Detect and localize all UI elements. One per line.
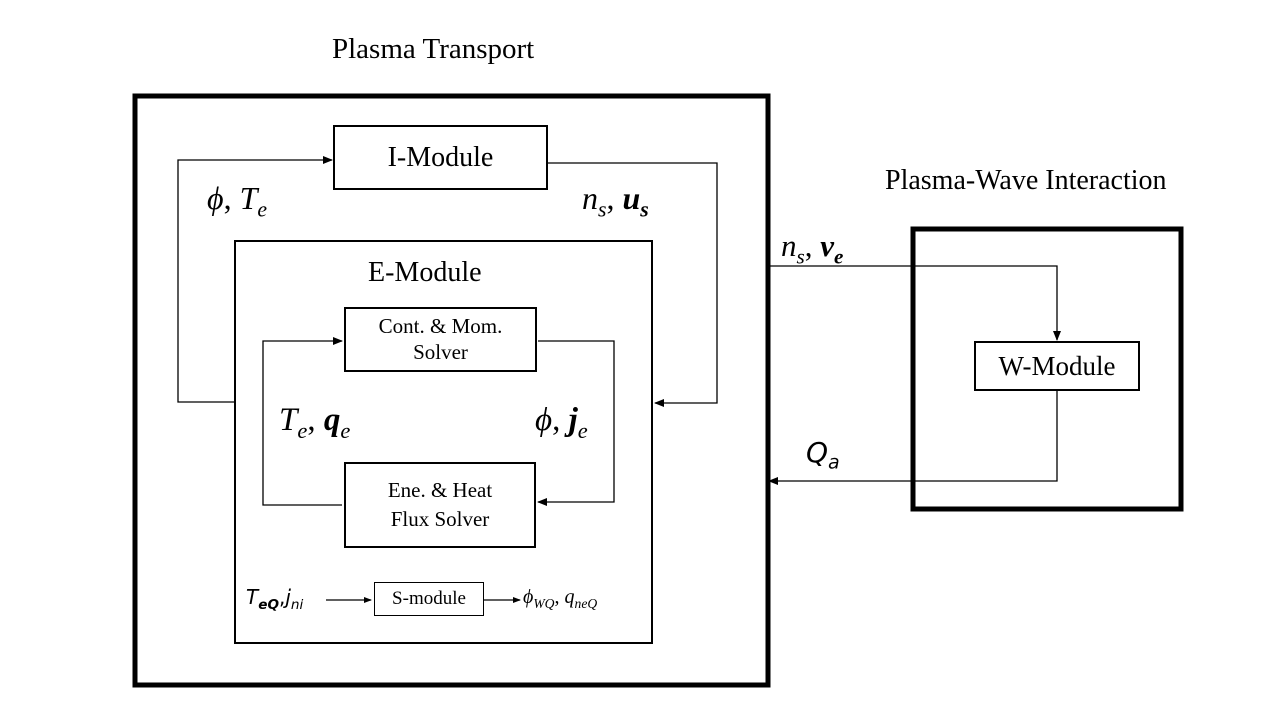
plasma-wave-title: Plasma-Wave Interaction bbox=[885, 165, 1167, 196]
w-module-label: W-Module bbox=[998, 350, 1116, 381]
label-te-qe: Te, qe bbox=[279, 402, 351, 443]
i-module-box: I-Module bbox=[333, 125, 548, 190]
cont-mom-solver-box: Cont. & Mom. Solver bbox=[344, 307, 537, 372]
s-module-box: S-module bbox=[374, 582, 484, 616]
ene-solver-line1: Ene. & Heat bbox=[387, 477, 493, 502]
e-module-label: E-Module bbox=[368, 257, 482, 288]
arrow-from-i-module bbox=[548, 162, 718, 407]
w-module-box: W-Module bbox=[974, 341, 1140, 391]
plasma-transport-frame bbox=[132, 93, 771, 688]
ene-solver-line2: Flux Solver bbox=[390, 507, 490, 531]
arrow-to-i-module bbox=[177, 156, 333, 403]
label-ns-ve: ns, νe bbox=[781, 228, 844, 269]
arrow-from-w-module bbox=[768, 391, 1058, 485]
label-phiwq-qneq: ϕWQ, qneQ bbox=[523, 586, 598, 611]
plasma-transport-title: Plasma Transport bbox=[332, 33, 535, 65]
cont-solver-line2: Solver bbox=[413, 339, 468, 364]
ene-heat-solver-box: Ene. & Heat Flux Solver bbox=[344, 462, 536, 548]
label-phi-je: ϕ, je bbox=[535, 402, 588, 443]
i-module-label: I-Module bbox=[387, 141, 494, 173]
label-teq-jni: TeQ,jni bbox=[246, 585, 304, 613]
arrow-to-cont-solver bbox=[262, 337, 343, 506]
label-phi-te-top: ϕ, Te bbox=[207, 180, 268, 222]
label-ns-us: ns, us bbox=[582, 180, 649, 222]
plasma-wave-frame bbox=[910, 226, 1184, 512]
e-module-frame bbox=[234, 240, 653, 644]
label-qa: Qa bbox=[806, 436, 840, 474]
arrow-to-ene-solver bbox=[537, 340, 615, 506]
s-module-label: S-module bbox=[392, 588, 466, 609]
cont-solver-line1: Cont. & Mom. bbox=[378, 314, 503, 339]
arrow-to-w-module bbox=[768, 265, 1061, 341]
